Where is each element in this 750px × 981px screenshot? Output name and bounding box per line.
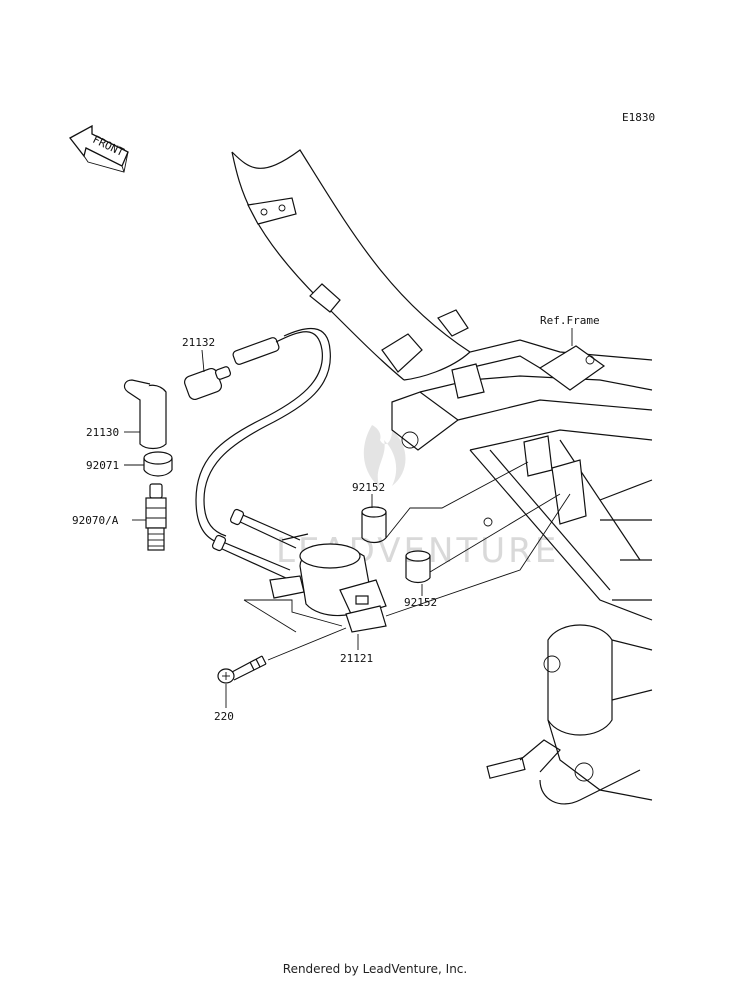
diagram-code: E1830 [622, 111, 655, 124]
part-number-spark-plug[interactable]: 92070/A [72, 514, 119, 527]
ignition-coil-part [211, 508, 387, 633]
collar-lower-part [405, 550, 431, 584]
spark-plug-part [145, 483, 167, 551]
frame-drawing [231, 149, 653, 805]
seal-part [143, 451, 173, 477]
assembly-lines [124, 328, 573, 708]
part-labels: 21132 21130 92071 92070/A 92152 92152 21… [72, 314, 600, 723]
bolt-part [217, 655, 267, 684]
ref-frame-label: Ref.Frame [540, 314, 600, 327]
coil-wire-part [195, 327, 331, 545]
part-number-collar-upper[interactable]: 92152 [352, 481, 385, 494]
part-number-plug-cap[interactable]: 21130 [86, 426, 119, 439]
front-arrow-icon: FRONT [69, 124, 129, 173]
plug-cap-part [123, 379, 167, 450]
wire-boot-part [184, 366, 232, 401]
part-number-bolt[interactable]: 220 [214, 710, 234, 723]
part-number-seal[interactable]: 92071 [86, 459, 119, 472]
part-number-coil-wire[interactable]: 21132 [182, 336, 215, 349]
collar-upper-part [361, 506, 387, 544]
part-number-collar-lower[interactable]: 92152 [404, 596, 437, 609]
footer-credit: Rendered by LeadVenture, Inc. [282, 962, 468, 976]
part-number-ignition-coil[interactable]: 21121 [340, 652, 373, 665]
